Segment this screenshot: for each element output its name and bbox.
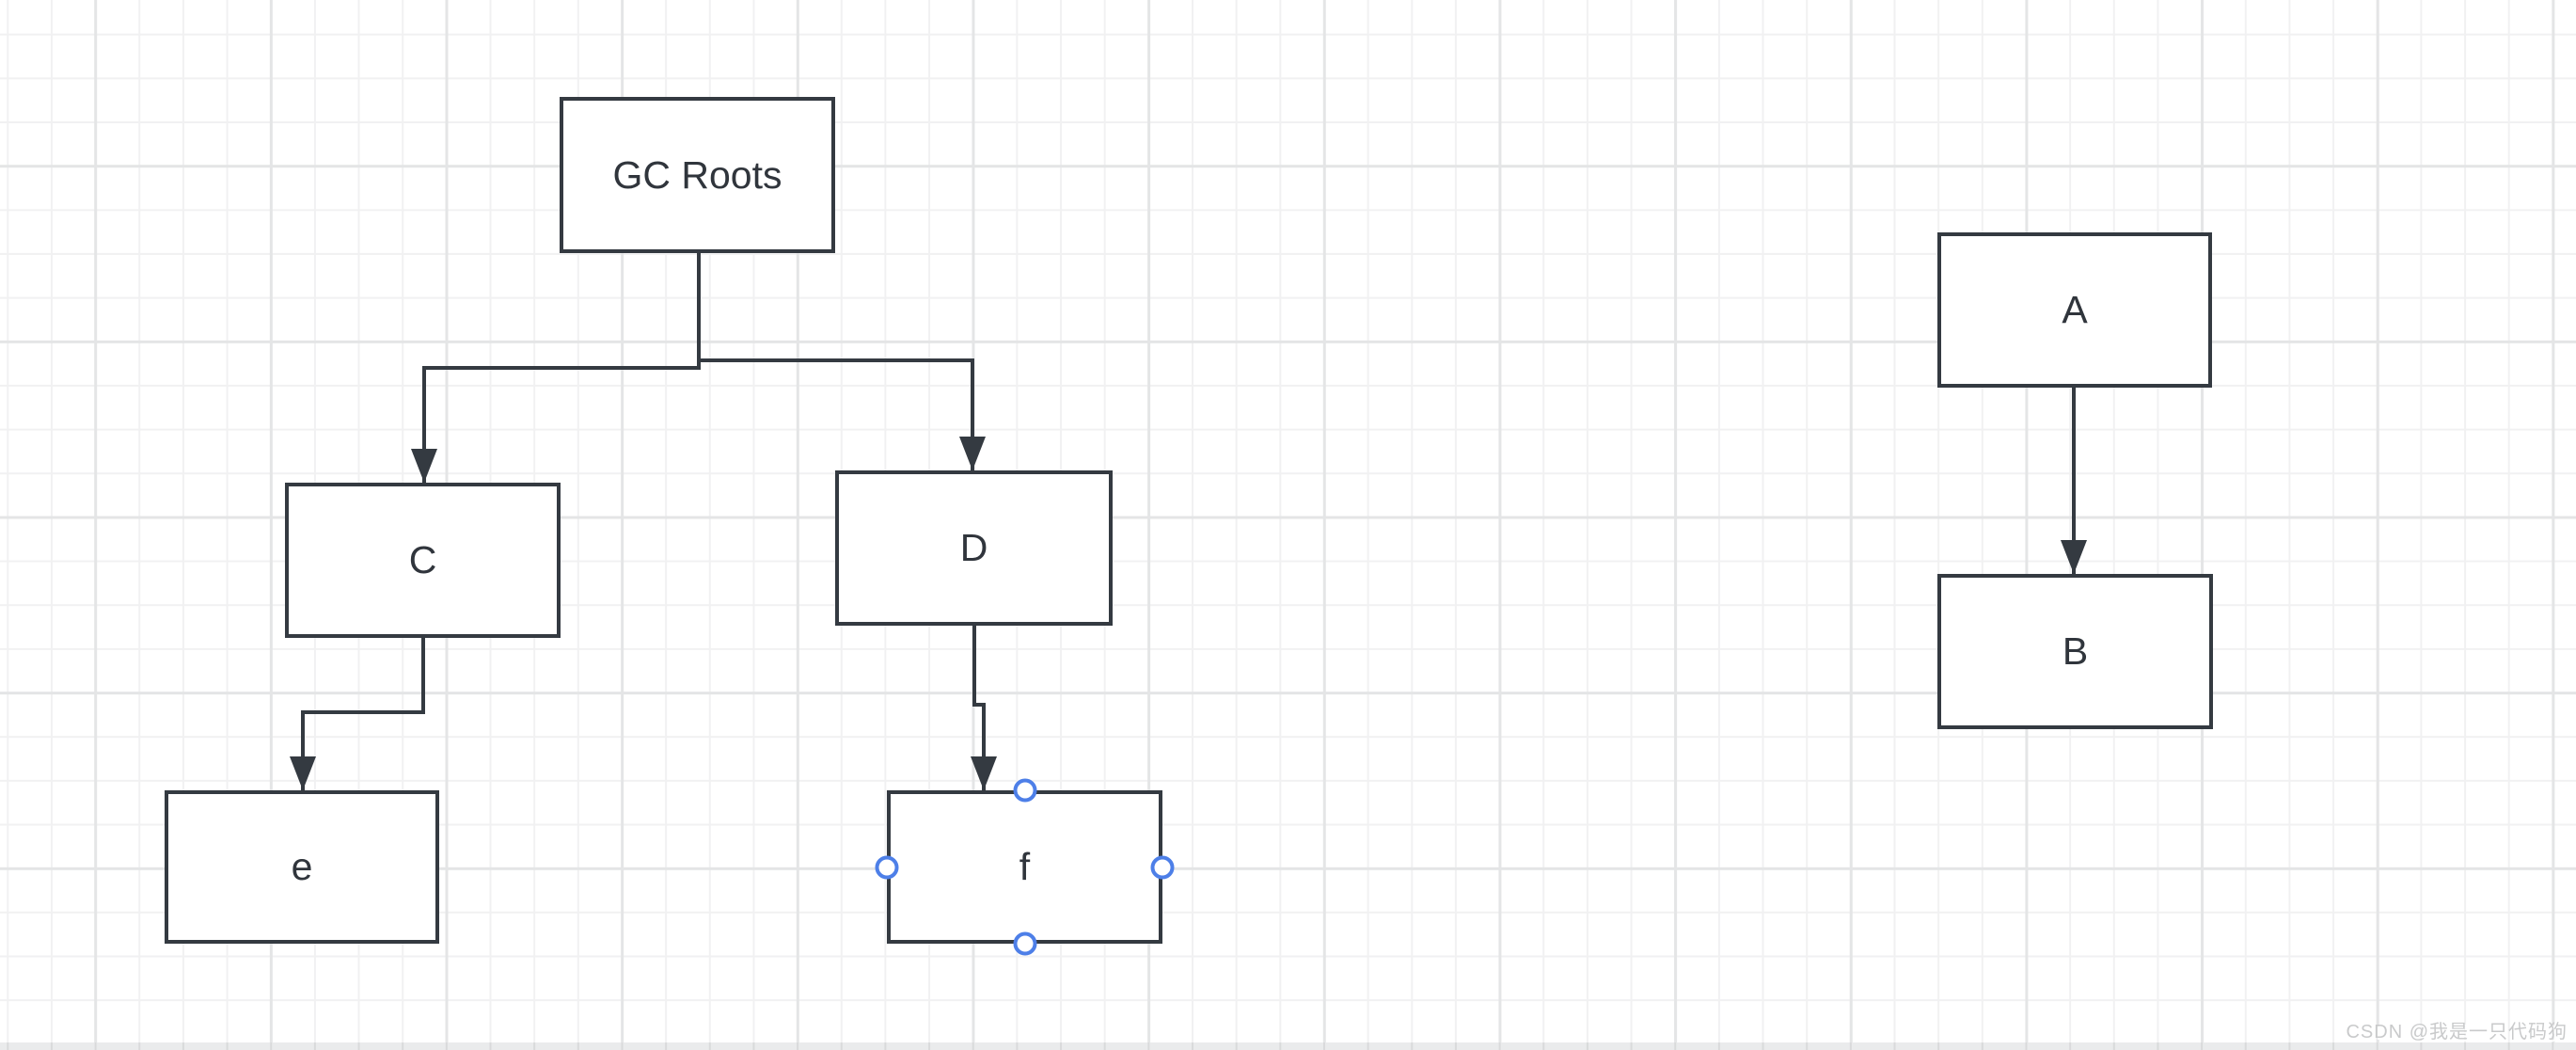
edge-d-to-f[interactable] bbox=[971, 626, 997, 790]
node-label-e: e bbox=[291, 845, 313, 888]
node-e[interactable]: e bbox=[165, 790, 439, 944]
node-f[interactable]: f bbox=[887, 790, 1162, 944]
edge-gc-roots-to-d[interactable] bbox=[697, 253, 986, 470]
node-c[interactable]: C bbox=[285, 483, 561, 638]
node-label-d: D bbox=[959, 526, 988, 569]
node-label-b: B bbox=[2062, 629, 2089, 673]
node-label-f: f bbox=[1019, 845, 1031, 888]
watermark-text: CSDN @我是一只代码狗 bbox=[2346, 1022, 2568, 1042]
connection-handle[interactable] bbox=[1013, 778, 1036, 803]
connection-handle[interactable] bbox=[1013, 931, 1036, 956]
connection-handle[interactable] bbox=[875, 855, 899, 879]
connection-handle[interactable] bbox=[1150, 855, 1175, 879]
edge-gc-roots-to-c[interactable] bbox=[411, 253, 701, 483]
node-label-a: A bbox=[2062, 288, 2088, 331]
node-label-gc-roots: GC Roots bbox=[612, 152, 782, 197]
node-gc-roots[interactable]: GC Roots bbox=[560, 97, 835, 253]
edge-c-to-e[interactable] bbox=[290, 638, 425, 790]
page-bottom-edge bbox=[0, 1042, 2576, 1050]
node-d[interactable]: D bbox=[835, 470, 1113, 626]
node-b[interactable]: B bbox=[1937, 574, 2213, 729]
node-a[interactable]: A bbox=[1937, 232, 2212, 388]
node-label-c: C bbox=[408, 538, 437, 581]
